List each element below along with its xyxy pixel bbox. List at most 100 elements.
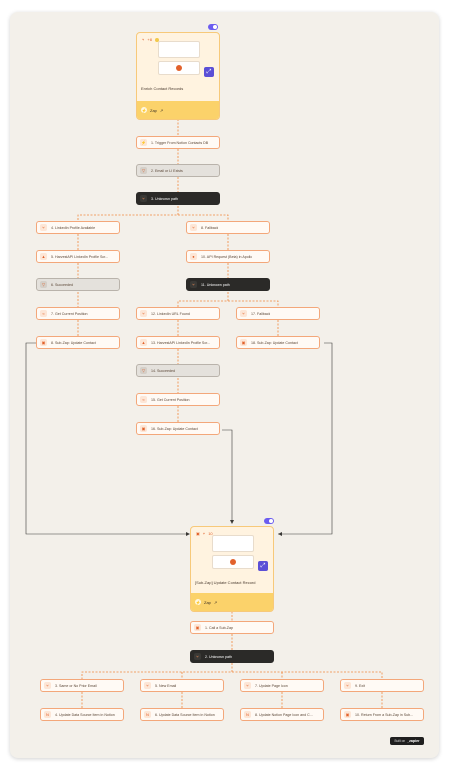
step-label: 7. Get Current Position: [51, 311, 88, 316]
zap1-title: Enrich Contact Records: [141, 86, 184, 91]
subzap-icon: ▣: [240, 339, 247, 346]
zap2-step-node[interactable]: ⑂ 9. Exit: [340, 679, 424, 692]
subzap-icon: ▣: [196, 531, 200, 536]
zap1-preview-panel: [158, 41, 200, 58]
zap1-step-node[interactable]: ⑂11. Unknown path: [186, 278, 270, 291]
zap1-step-node[interactable]: ▽14. Succeeded: [136, 364, 220, 377]
subzap-icon: ▣: [194, 624, 201, 631]
zap1-step-node[interactable]: ⑂12. LinkedIn URL Found: [136, 307, 220, 320]
zap1-card-header: ⑂ +8: [142, 37, 159, 42]
paths-icon: ⑂: [190, 281, 197, 288]
workflow-canvas[interactable]: ⑂ +8 ⤢ Enrich Contact Records ⚡ Zap ↗ ⚡1…: [10, 12, 439, 758]
zap1-step-node[interactable]: ⑂ 4. LinkedIn Profile Available: [36, 221, 120, 234]
zap2-step-node[interactable]: ⑂3. Same or No Prior Email: [40, 679, 124, 692]
zap2-title: [Sub-Zap] Update Contact Record: [195, 580, 256, 585]
step-label: 17. Fallback: [251, 311, 271, 316]
step-label: 9. Exit: [355, 683, 365, 688]
filter-icon: ▽: [140, 167, 147, 174]
zap1-toggle[interactable]: [208, 24, 218, 30]
zap1-header-count: +8: [147, 37, 152, 42]
zap1-step-node[interactable]: ▣16. Sub-Zap: Update Contact: [136, 422, 220, 435]
apollo-icon: ●: [190, 253, 197, 260]
zap1-step-node[interactable]: ⑂ 3. Unknown path: [136, 192, 220, 205]
zap1-card[interactable]: ⑂ +8 ⤢ Enrich Contact Records ⚡ Zap ↗: [136, 32, 220, 120]
expand-icon[interactable]: ⤢: [204, 67, 214, 77]
zap1-step-node[interactable]: ≈7. Get Current Position: [36, 307, 120, 320]
zap1-step-node[interactable]: ≈15. Get Current Position: [136, 393, 220, 406]
harvestapi-icon: ▲: [140, 339, 147, 346]
paths-icon: ⑂: [140, 195, 147, 202]
zap2-step-node[interactable]: ⑂ 5. New Email: [140, 679, 224, 692]
zap1-step-node[interactable]: ⚡1. Trigger From Notion Contacts DB: [136, 136, 220, 149]
step-label: 8. Update Notion Page Icon and C...: [255, 712, 313, 717]
notion-icon: N: [144, 711, 151, 718]
zap2-step-node[interactable]: ▣10. Return From a Sub-Zap in Sub...: [340, 708, 424, 721]
step-label: 18. Sub-Zap: Update Contact: [251, 340, 298, 345]
step-label: 5. New Email: [155, 683, 177, 688]
step-label: 1. Call a Sub-Zap: [205, 625, 233, 630]
external-link-icon[interactable]: ↗: [159, 107, 164, 113]
step-label: 6. Update Data Source Item in Notion: [155, 712, 215, 717]
zap2-header-count: 10: [208, 531, 213, 536]
paths-icon: ⑂: [144, 682, 151, 689]
step-label: 15. Get Current Position: [151, 397, 190, 402]
paths-icon: ⑂: [202, 531, 206, 536]
zap1-step-node[interactable]: ▲5. HarvestAPI LinkedIn Profile Scr...: [36, 250, 120, 263]
step-label: 3. Same or No Prior Email: [55, 683, 97, 688]
paths-icon: ⑂: [40, 224, 47, 231]
paths-icon: ⑂: [142, 37, 145, 42]
step-label: 7. Update Page Icon: [255, 683, 288, 688]
trigger-icon: ⚡: [140, 139, 147, 146]
step-label: 3. Unknown path: [151, 196, 178, 201]
expand-icon[interactable]: ⤢: [258, 561, 268, 571]
zap1-footer-label: Zap: [150, 107, 157, 113]
paths-icon: ⑂: [190, 224, 197, 231]
paths-icon: ⑂: [240, 310, 247, 317]
zap2-step-node[interactable]: ▣ 1. Call a Sub-Zap: [190, 621, 274, 634]
zap1-step-node[interactable]: ▽6. Succeeded: [36, 278, 120, 291]
zap1-footer: ⚡ Zap ↗: [137, 101, 219, 119]
zapier-icon: [230, 559, 236, 565]
zapier-icon: [176, 65, 182, 71]
step-label: 10. API Request (Beta) in Apollo: [201, 254, 253, 259]
paths-icon: ⑂: [244, 682, 251, 689]
zap2-footer-label: Zap: [204, 599, 211, 605]
zap1-step-node[interactable]: ⑂ 8. Fallback: [186, 221, 270, 234]
zap2-step-node[interactable]: ⑂ 2. Unknown path: [190, 650, 274, 663]
notion-icon: N: [44, 711, 51, 718]
step-label: 10. Return From a Sub-Zap in Sub...: [355, 712, 414, 717]
zap2-step-node[interactable]: N 6. Update Data Source Item in Notion: [140, 708, 224, 721]
zap2-footer: ⚡ Zap ↗: [191, 593, 273, 611]
zap1-preview-step: [158, 61, 200, 75]
built-on-label: Built on: [394, 739, 406, 743]
subzap-icon: ▣: [140, 425, 147, 432]
paths-icon: ⑂: [194, 653, 201, 660]
zap2-card[interactable]: ▣ ⑂ 10 ⤢ [Sub-Zap] Update Contact Record…: [190, 526, 274, 612]
step-label: 8. Fallback: [201, 225, 219, 230]
step-label: 5. HarvestAPI LinkedIn Profile Scr...: [51, 254, 109, 259]
step-label: 4. LinkedIn Profile Available: [51, 225, 96, 230]
paths-icon: ⑂: [140, 310, 147, 317]
step-label: 2. Unknown path: [205, 654, 232, 659]
zap2-step-node[interactable]: N 8. Update Notion Page Icon and C...: [240, 708, 324, 721]
zap1-step-node[interactable]: ▣8. Sub-Zap: Update Contact: [36, 336, 120, 349]
external-link-icon[interactable]: ↗: [213, 599, 218, 605]
app-dot-icon: [154, 37, 159, 42]
zap-bolt-icon: ⚡: [141, 107, 147, 113]
connector-wires: [25, 119, 383, 708]
formatter-icon: ≈: [140, 396, 147, 403]
paths-icon: ⑂: [344, 682, 351, 689]
step-label: 14. Succeeded: [151, 368, 175, 373]
zap1-step-node[interactable]: ⑂ 17. Fallback: [236, 307, 320, 320]
zap1-step-node[interactable]: ▽2. Email or LI Exists: [136, 164, 220, 177]
zap1-step-node[interactable]: ▣ 18. Sub-Zap: Update Contact: [236, 336, 320, 349]
zap1-step-node[interactable]: ▲13. HarvestAPI LinkedIn Profile Scr...: [136, 336, 220, 349]
zapier-brand: _zapier: [407, 739, 420, 743]
zap2-preview-panel: [212, 535, 254, 552]
zap1-step-node[interactable]: ● 10. API Request (Beta) in Apollo: [186, 250, 270, 263]
zap2-toggle[interactable]: [264, 518, 274, 524]
notion-icon: N: [244, 711, 251, 718]
built-on-zapier-badge[interactable]: Built on _zapier: [390, 737, 424, 745]
zap2-step-node[interactable]: ⑂ 7. Update Page Icon: [240, 679, 324, 692]
